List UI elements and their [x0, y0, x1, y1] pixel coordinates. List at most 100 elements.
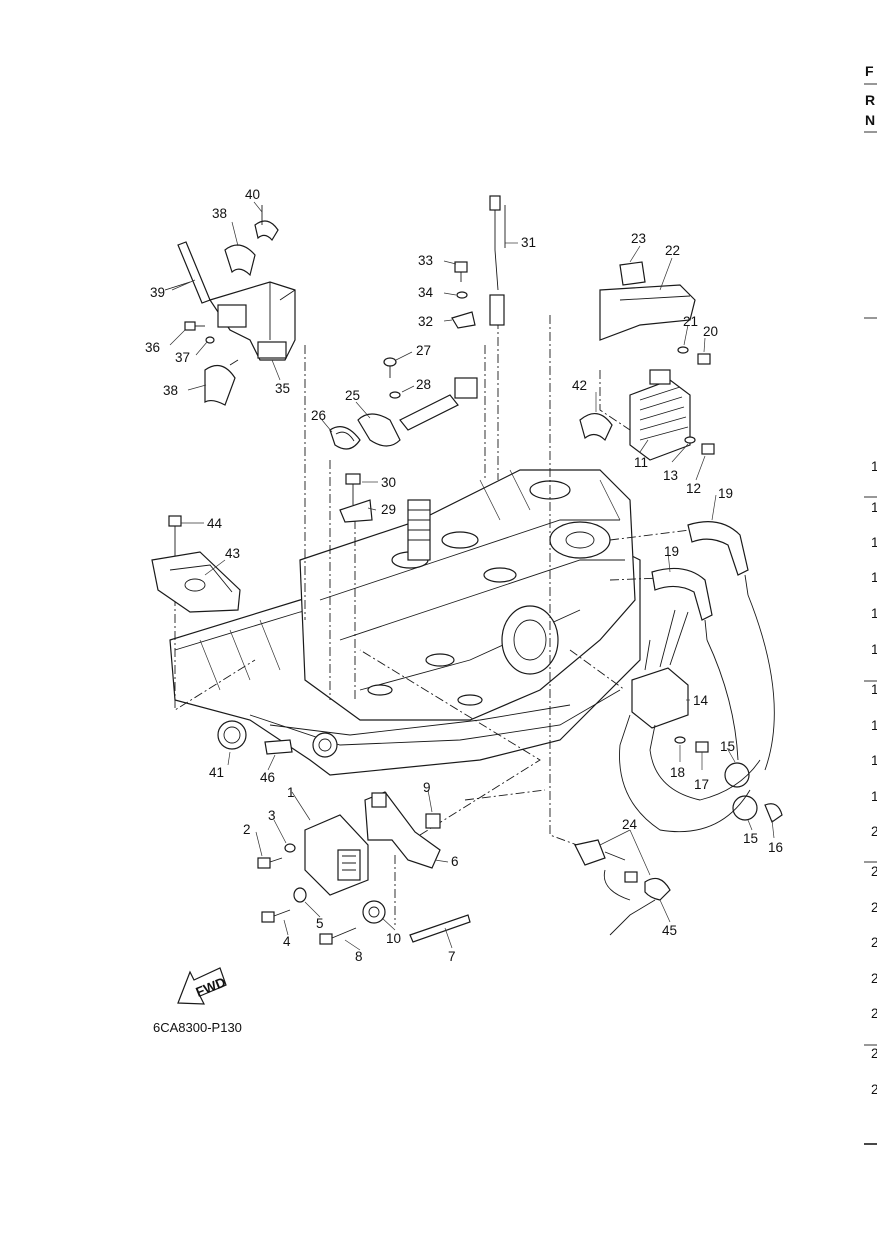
callout-11: 11 [634, 455, 648, 470]
callout-1: 1 [287, 785, 295, 800]
part-8-bolt [319, 927, 357, 945]
part-36-bolt [184, 321, 205, 331]
callout-38-lower: 38 [163, 383, 178, 398]
part-28-washer [389, 391, 401, 399]
callout-24: 24 [622, 817, 638, 832]
callout-23: 23 [631, 231, 646, 246]
edge-number: 2 [871, 1046, 877, 1061]
callout-36: 36 [145, 340, 160, 355]
callout-28: 28 [416, 377, 431, 392]
callout-19-lower: 19 [664, 544, 679, 559]
edge-number: 2 [871, 935, 877, 950]
edge-number: 1 [871, 535, 877, 550]
callout-17: 17 [694, 777, 709, 792]
part-26-seal [329, 426, 361, 450]
part-32-clip [451, 311, 476, 329]
part-31-sensor-lead [489, 195, 506, 326]
diagram-code: 6CA8300-P130 [153, 1020, 242, 1035]
part-43-cover [151, 551, 241, 613]
alignment-lines [174, 315, 691, 925]
part-6-bracket [364, 791, 441, 869]
part-16-clip [764, 803, 783, 823]
part-12-bolt [701, 443, 715, 455]
part-19-cap-upper [687, 521, 749, 596]
edge-number: 2 [871, 1006, 877, 1021]
callout-13: 13 [663, 468, 678, 483]
callout-14: 14 [693, 693, 709, 708]
part-44-bolt [168, 515, 182, 560]
part-27-screw [383, 357, 397, 378]
edge-number: 1 [871, 500, 877, 515]
part-15-grommet-lower [732, 795, 758, 821]
part-30-bolt [345, 473, 361, 505]
callout-31: 31 [521, 235, 536, 250]
part-22-bracket [599, 284, 696, 341]
callout-8: 8 [355, 949, 363, 964]
callout-18: 18 [670, 765, 685, 780]
callout-46: 46 [260, 770, 275, 785]
callout-2: 2 [243, 822, 251, 837]
edge-number: 2 [871, 971, 877, 986]
callout-44: 44 [207, 516, 223, 531]
edge-header-r: R [865, 92, 875, 108]
callout-20: 20 [703, 324, 718, 339]
part-23-clip [619, 261, 646, 286]
callout-27: 27 [416, 343, 431, 358]
callout-12: 12 [686, 481, 701, 496]
callout-15-lower: 15 [743, 831, 758, 846]
callout-39: 39 [150, 285, 165, 300]
callout-16: 16 [768, 840, 783, 855]
edge-number: 1 [871, 642, 877, 657]
right-edge-cropped-text: F R N 1 1 1 1 1 1 1 1 1 1 2 2 2 2 2 2 2 … [864, 63, 877, 1145]
part-38-clamp-lower [204, 359, 239, 406]
callout-34: 34 [418, 285, 434, 300]
callout-4: 4 [283, 934, 291, 949]
edge-number: 1 [871, 753, 877, 768]
callout-26: 26 [311, 408, 326, 423]
callout-29: 29 [381, 502, 396, 517]
edge-number: 1 [871, 718, 877, 733]
part-19-cap-lower [651, 567, 713, 641]
edge-number: 1 [871, 606, 877, 621]
part-40-clamp [254, 205, 279, 242]
ignition-leads [619, 594, 775, 833]
edge-number: 1 [871, 789, 877, 804]
callout-33: 33 [418, 253, 433, 268]
part-46-label [264, 739, 293, 755]
part-13-washer [684, 436, 696, 444]
part-14-ignition-coil [619, 609, 689, 751]
callout-19-upper: 19 [718, 486, 733, 501]
edge-number: 2 [871, 824, 877, 839]
callout-42: 42 [572, 378, 587, 393]
part-10-grommet [362, 900, 386, 924]
part-15-grommet-upper [724, 762, 750, 788]
edge-number: 2 [871, 1082, 877, 1097]
callout-22: 22 [665, 243, 680, 258]
part-17-bolt [695, 741, 709, 753]
edge-number: 1 [871, 570, 877, 585]
part-3-washer [284, 843, 296, 853]
part-4-bolt [261, 909, 291, 923]
part-37-washer [205, 336, 215, 344]
callout-37: 37 [175, 350, 190, 365]
callout-labels: 40 38 39 36 37 38 35 44 43 41 46 26 25 2… [145, 187, 783, 964]
part-21-washer [677, 346, 689, 354]
callout-21: 21 [683, 314, 698, 329]
callout-7: 7 [448, 949, 456, 964]
callout-3: 3 [268, 808, 276, 823]
edge-number: 2 [871, 900, 877, 915]
part-7-cable-tie [409, 914, 471, 943]
part-39-cable-tie [164, 241, 211, 304]
edge-number: 2 [871, 864, 877, 879]
edge-number: 1 [871, 459, 877, 474]
engine-block [169, 469, 641, 776]
part-18-washer [674, 736, 686, 744]
callout-25: 25 [345, 388, 360, 403]
fwd-arrow-icon: FWD [177, 967, 228, 1005]
callout-32: 32 [418, 314, 433, 329]
callout-9: 9 [423, 780, 431, 795]
edge-header-f: F [865, 63, 874, 79]
part-42-clamp [579, 413, 613, 442]
callout-35: 35 [275, 381, 290, 396]
